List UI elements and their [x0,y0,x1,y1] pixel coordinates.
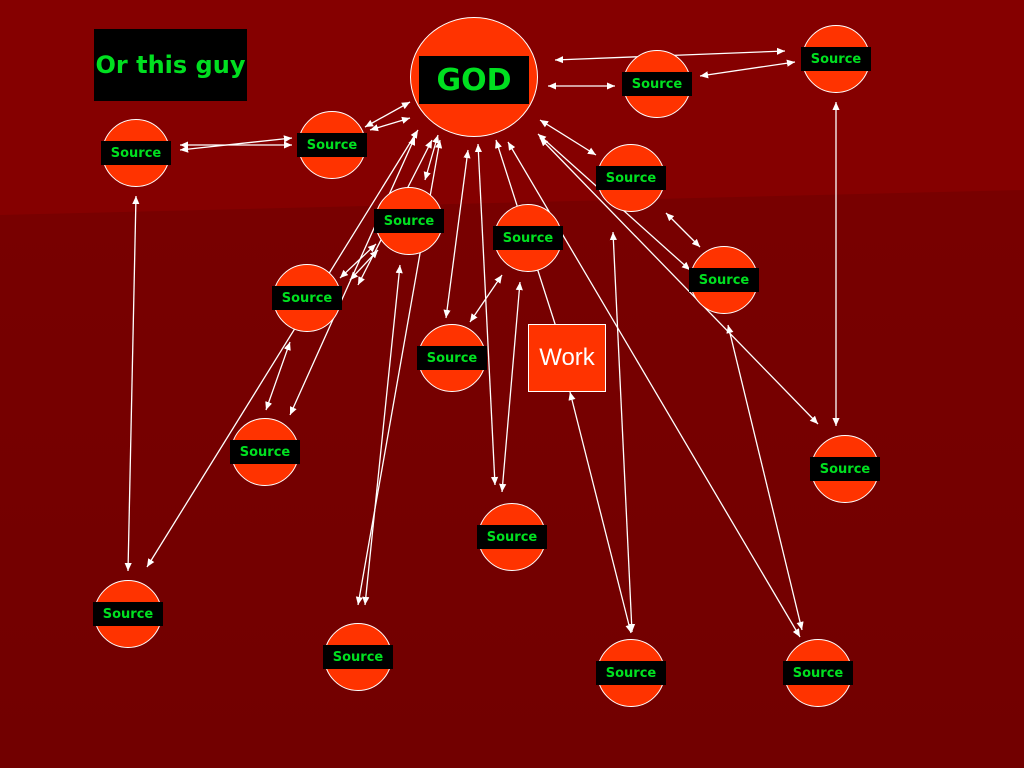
source-label: Source [622,72,692,96]
connection-arrow [499,281,523,493]
connection-arrow [539,119,597,156]
source-label: Source [810,457,880,481]
work-label: Work [539,344,595,371]
god-label: GOD [419,56,529,104]
connection-arrow [369,116,411,132]
connection-arrow [364,101,411,128]
source-label: Source [323,645,393,669]
source-label: Source [596,166,666,190]
source-label: Source [783,661,853,685]
source-label: Source [272,286,342,310]
connection-arrow [609,231,636,633]
source-label: Source [101,141,171,165]
connection-arrow [443,149,471,319]
source-label: Source [596,661,666,685]
source-label: Source [297,133,367,157]
source-label: Source [477,525,547,549]
connection-arrow [124,195,140,572]
callout-box: Or this guy [94,29,247,101]
work-box: Work [528,324,606,392]
connection-arrow [699,59,796,79]
connection-arrow [474,143,499,486]
source-label: Source [493,226,563,250]
source-label: Source [801,47,871,71]
source-label: Source [417,346,487,370]
source-label: Source [93,602,163,626]
connection-arrow [362,264,403,606]
connection-arrow [665,212,701,248]
connection-arrow [146,129,419,568]
connection-arrow [726,324,804,631]
connection-arrow [179,135,293,153]
connection-arrow [265,341,291,411]
source-label: Source [230,440,300,464]
source-label: Source [374,209,444,233]
callout-text: Or this guy [95,50,246,79]
source-label: Source [689,268,759,292]
